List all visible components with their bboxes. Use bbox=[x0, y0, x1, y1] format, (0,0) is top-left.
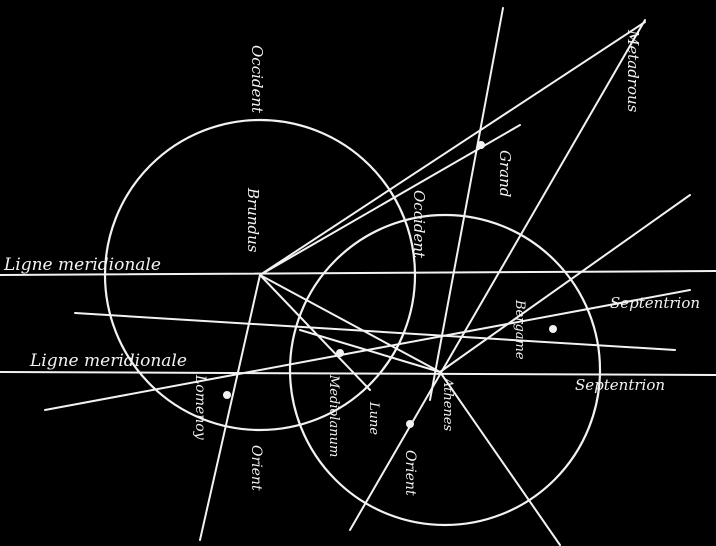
line-to-top-right bbox=[259, 21, 646, 276]
occident-right-label: Occident bbox=[410, 190, 428, 259]
occident-left-label: Occident bbox=[248, 45, 266, 114]
lomenoy-label: Lomenoy bbox=[192, 374, 208, 441]
point-grand bbox=[477, 141, 485, 149]
point-lune bbox=[406, 420, 414, 428]
long-diagonal bbox=[349, 19, 646, 531]
metadrous-label: Metadrous bbox=[624, 29, 642, 113]
point-bergame bbox=[549, 325, 557, 333]
line-to-athenes bbox=[259, 274, 441, 373]
orient-right-label: Orient bbox=[402, 450, 418, 496]
line-down-left bbox=[199, 274, 261, 541]
medio-label: Mediolanum bbox=[326, 374, 341, 457]
line-to-septentrion bbox=[439, 194, 691, 373]
ligne-meridionale-bottom: Ligne meridionale bbox=[29, 351, 187, 371]
septentrion-lower-label: Septentrion bbox=[575, 376, 665, 394]
ligne-meridionale-top: Ligne meridionale bbox=[3, 255, 161, 275]
line-down-right bbox=[439, 371, 561, 546]
lune-label: Lune bbox=[366, 401, 381, 435]
grand-label: Grand bbox=[496, 150, 514, 197]
orient-left-label: Orient bbox=[248, 445, 264, 491]
bergame-label: Bergame bbox=[512, 299, 527, 360]
line-to-lune bbox=[259, 274, 371, 391]
upper-meridian-line bbox=[0, 270, 716, 276]
lower-meridian-line bbox=[0, 371, 716, 376]
point-lomenoy bbox=[223, 391, 231, 399]
septentrion-upper-label: Septentrion bbox=[610, 294, 700, 312]
steep-line bbox=[429, 7, 504, 401]
point-medio bbox=[336, 349, 344, 357]
athenes-label: Athenes bbox=[440, 377, 455, 432]
right-circle bbox=[288, 213, 602, 527]
oblique-line-1 bbox=[74, 312, 676, 351]
short-link bbox=[299, 329, 441, 373]
brundus-label: Brundus bbox=[244, 187, 262, 253]
